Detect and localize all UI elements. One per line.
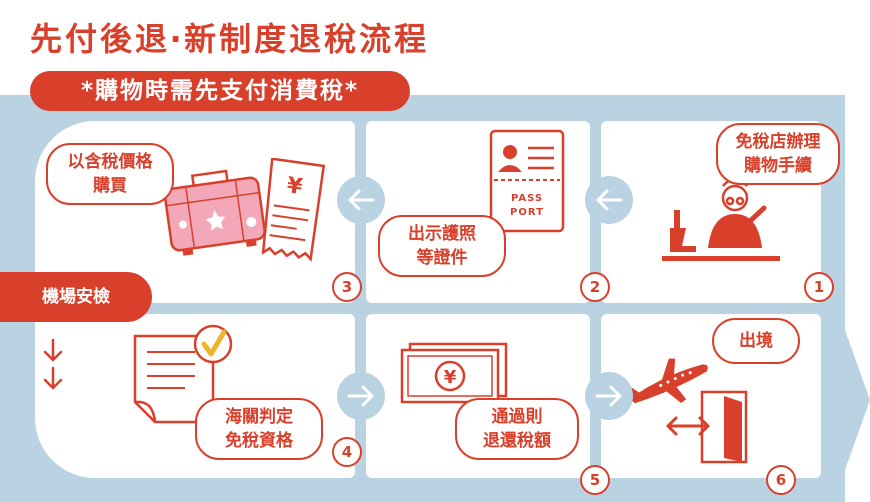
step-3-number: 3 xyxy=(332,272,362,302)
document-check-icon xyxy=(133,324,233,424)
shop-clerk-icon xyxy=(662,177,780,261)
exit-door-icon xyxy=(666,390,748,464)
right-arrow-icon xyxy=(585,372,633,420)
left-arrow-icon xyxy=(337,176,385,224)
svg-text:¥: ¥ xyxy=(285,173,304,200)
receipt-icon: ¥ xyxy=(261,158,326,262)
airport-security-label: 機場安檢 xyxy=(0,272,152,322)
down-arrow-icon xyxy=(43,338,63,390)
svg-text:PASS: PASS xyxy=(511,193,543,204)
banknote-icon: ¥ xyxy=(400,342,508,404)
step-3-label: 以含稅價格 購買 xyxy=(46,143,174,205)
svg-text:PORT: PORT xyxy=(510,207,544,218)
passport-icon: PASS PORT xyxy=(489,129,565,233)
step-6-number: 6 xyxy=(766,465,796,495)
page-subtitle: *購物時需先支付消費稅* xyxy=(30,71,410,111)
step-4-label: 海關判定 免稅資格 xyxy=(195,398,323,460)
page-title: 先付後退‧新制度退稅流程 xyxy=(30,20,430,58)
step-4-number: 4 xyxy=(332,437,362,467)
step-1-number: 1 xyxy=(804,272,834,302)
luggage-icon xyxy=(163,169,266,256)
step-2-label: 出示護照 等證件 xyxy=(378,215,506,277)
right-arrow-icon xyxy=(337,372,385,420)
step-5-label: 通過則 退還稅額 xyxy=(455,398,579,460)
step-2-number: 2 xyxy=(580,272,610,302)
step-5-number: 5 xyxy=(580,465,610,495)
svg-text:¥: ¥ xyxy=(444,367,457,388)
left-arrow-icon xyxy=(585,176,633,224)
step-6-label: 出境 xyxy=(712,318,800,364)
step-1-label: 免稅店辦理 購物手續 xyxy=(716,123,840,185)
